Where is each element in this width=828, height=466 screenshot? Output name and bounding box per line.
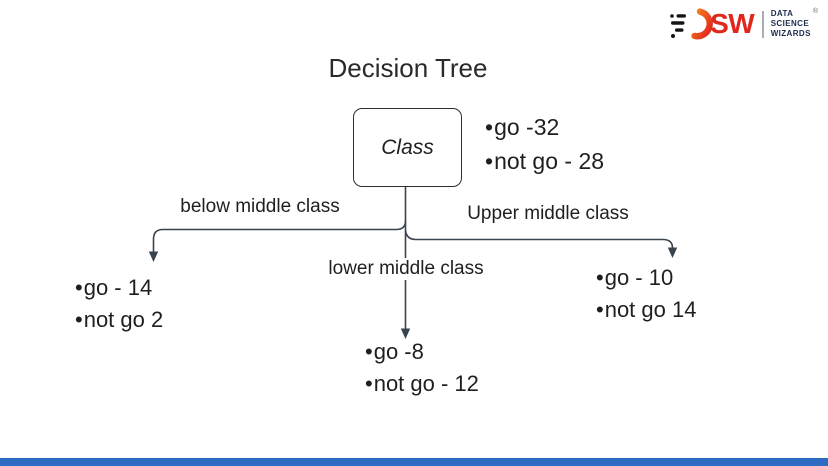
branch-label-below-middle-class: below middle class — [180, 196, 340, 217]
stat-text: not go 2 — [83, 307, 164, 332]
bullet: • — [365, 371, 373, 396]
bullet: • — [75, 275, 83, 300]
stat-line: • go - 10 — [596, 262, 696, 294]
bullet: • — [596, 265, 604, 290]
stat-line: • not go 2 — [75, 304, 163, 336]
branch-label-lower-middle-class: lower middle class — [325, 258, 487, 280]
logo-tagline: DATA SCIENCE WIZARDS — [771, 9, 811, 39]
registered-mark: ® — [812, 8, 818, 15]
stat-text: go - 10 — [604, 265, 674, 290]
diagram-title: Decision Tree — [328, 53, 488, 83]
footer-accent-bar — [0, 458, 828, 466]
leaf-below-middle-class: • go - 14 • not go 2 — [75, 272, 163, 336]
bullet: • — [75, 307, 83, 332]
stat-text: go -32 — [494, 114, 560, 140]
stat-line: • go -32 — [485, 110, 604, 144]
logo-divider — [762, 10, 764, 38]
stat-line: • go -8 — [365, 336, 479, 368]
stat-line: • not go - 12 — [365, 368, 479, 400]
stat-line: • not go 14 — [596, 294, 696, 326]
root-stats: • go -32 • not go - 28 — [485, 110, 604, 178]
dsw-wordmark: SW — [710, 8, 755, 39]
bullet: • — [485, 114, 494, 140]
root-node-box: Class — [353, 108, 462, 187]
bullet: • — [365, 339, 373, 364]
logo-tagline-line: WIZARDS — [770, 29, 811, 38]
stat-text: not go 14 — [604, 297, 697, 322]
left-branch-line — [152, 220, 407, 252]
right-arrowhead-icon — [667, 247, 678, 258]
root-node-label: Class — [381, 135, 434, 159]
stat-text: not go - 12 — [373, 371, 479, 396]
branch-label-upper-middle-class: Upper middle class — [467, 203, 629, 224]
dsw-d-icon — [670, 8, 713, 40]
stat-line: • go - 14 — [75, 272, 163, 304]
stat-text: go - 14 — [83, 275, 153, 300]
logo-tagline-line: SCIENCE — [770, 19, 810, 28]
right-branch-line — [404, 230, 674, 249]
stat-text: go -8 — [373, 339, 424, 364]
leaf-upper-middle-class: • go - 10 • not go 14 — [596, 262, 696, 326]
dsw-logo: SW DATA SCIENCE WIZARDS ® — [669, 6, 818, 42]
bullet: • — [596, 297, 604, 322]
leaf-lower-middle-class: • go -8 • not go - 12 — [365, 336, 479, 400]
stat-line: • not go - 28 — [485, 144, 604, 178]
stat-text: not go - 28 — [494, 148, 605, 174]
middle-arrowhead-icon — [400, 328, 411, 339]
logo-tagline-line: DATA — [770, 9, 794, 18]
left-arrowhead-icon — [148, 251, 159, 262]
bullet: • — [485, 148, 494, 174]
